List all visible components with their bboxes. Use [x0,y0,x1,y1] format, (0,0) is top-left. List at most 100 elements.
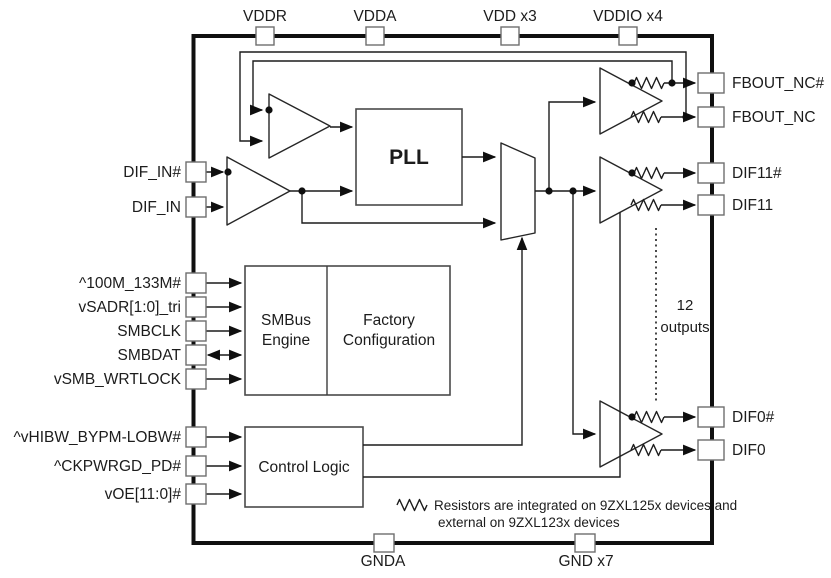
pin-label: DIF11# [732,165,782,182]
pin-label: vSMB_WRTLOCK [54,371,182,388]
resistor-note-line2: external on 9ZXL123x devices [438,515,620,530]
control-to-mux-select [363,236,528,446]
pin-label: VDD x3 [483,8,536,25]
pin-label: DIF0 [732,442,766,459]
feedback-input-buffer [268,93,331,159]
resistor-note-line1: Resistors are integrated on 9ZXL125x dev… [434,498,737,513]
pin-label: VDDIO x4 [593,8,663,25]
smbus-label-line1: SMBus [261,312,311,329]
pin-pad [185,368,207,390]
control-logic-label: Control Logic [258,459,350,476]
control-output-enable-line [363,212,621,478]
pin-gnd: GND x7 [558,533,614,570]
pll-label: PLL [389,146,429,169]
pin-pad [697,106,725,128]
pin-pad [574,533,596,553]
mux-to-dif0-buffer [572,191,597,440]
pin-smbdat: SMBDAT [118,344,207,366]
pin-pad [255,26,275,46]
feedback-path-inner [250,60,673,116]
dif11-output-buffer [599,156,663,224]
pin-pad [697,406,725,428]
pin-label: SMBDAT [118,347,182,364]
pin-pad [500,26,520,46]
pin-voe: vOE[11:0]# [105,483,207,505]
outputs-count-line2: outputs [660,319,709,336]
pin-label: DIF_IN# [123,164,181,181]
pin-pad [697,72,725,94]
pin-pad [697,162,725,184]
pin-hibw-bypm-lobw: ^vHIBW_BYPM-LOBW# [14,426,207,448]
pin-pad [697,194,725,216]
pin-label: ^vHIBW_BYPM-LOBW# [14,429,182,446]
pin-label: DIF11 [732,197,773,214]
pin-pad [185,455,207,477]
pin-dif0: DIF0 [697,439,766,461]
pin-label: SMBCLK [117,323,181,340]
pin-label: ^100M_133M# [79,275,181,292]
pin-fbout-nc-n: FBOUT_NC# [697,72,825,94]
clock-mux [500,142,536,241]
pin-pad [697,439,725,461]
pin-100m-133m: ^100M_133M# [79,272,207,294]
smbus-label-line2: Engine [262,332,310,349]
pin-vddr: VDDR [243,8,287,46]
outputs-count-line1: 12 [677,297,694,314]
junction-dot [265,106,273,114]
pin-sadr: vSADR[1:0]_tri [78,296,207,318]
junction-dot [628,79,636,87]
pin-dif-in-n: DIF_IN# [123,161,207,183]
junction-dot [545,187,553,195]
pin-label: DIF_IN [132,199,181,216]
pin-pad [185,426,207,448]
pin-smb-wrtlock: vSMB_WRTLOCK [54,368,207,390]
dif-input-buffer [226,156,291,226]
pin-pad [185,483,207,505]
pin-label: VDDR [243,8,287,25]
pll-bypass-path [301,191,497,229]
fbout-output-buffer [599,67,663,135]
pin-vddio: VDDIO x4 [593,8,663,46]
pin-label: vOE[11:0]# [105,486,182,503]
pin-vdda: VDDA [353,8,397,46]
resistor-symbol [633,76,665,90]
junction-dot [224,168,232,176]
pin-pad [185,196,207,218]
pin-vdd: VDD x3 [483,8,537,46]
pin-label: FBOUT_NC [732,109,816,126]
junction-dot [682,113,690,121]
pin-dif0-n: DIF0# [697,406,775,428]
pin-pad [185,161,207,183]
junction-dot [569,187,577,195]
factory-label-line1: Factory [363,312,415,329]
feedback-path-outer [239,51,687,147]
pin-pad [185,320,207,342]
pin-smbclk: SMBCLK [117,320,207,342]
mux-to-fbout-buffer [548,96,597,191]
pin-pad [185,296,207,318]
pin-label: vSADR[1:0]_tri [78,299,181,316]
pll-block [355,108,463,206]
junction-dot [668,79,676,87]
pin-pad [373,533,395,553]
junction-dot [628,413,636,421]
pin-pad [365,26,385,46]
pin-label: ^CKPWRGD_PD# [54,458,181,475]
junction-dot [628,169,636,177]
junction-dot [298,187,306,195]
pin-pad [185,344,207,366]
pin-pad [618,26,638,46]
control-logic-block [244,426,364,508]
pin-dif11-n: DIF11# [697,162,782,184]
pin-label: GND x7 [558,553,613,570]
pin-fbout-nc: FBOUT_NC [697,106,816,128]
smbus-factory-block [244,265,451,396]
pin-gnda: GNDA [361,533,406,570]
pin-ckpwrgd-pd: ^CKPWRGD_PD# [54,455,207,477]
resistor-note-symbol [396,498,428,512]
pin-pad [185,272,207,294]
pin-dif-in: DIF_IN [132,196,207,218]
pin-label: FBOUT_NC# [732,75,825,92]
